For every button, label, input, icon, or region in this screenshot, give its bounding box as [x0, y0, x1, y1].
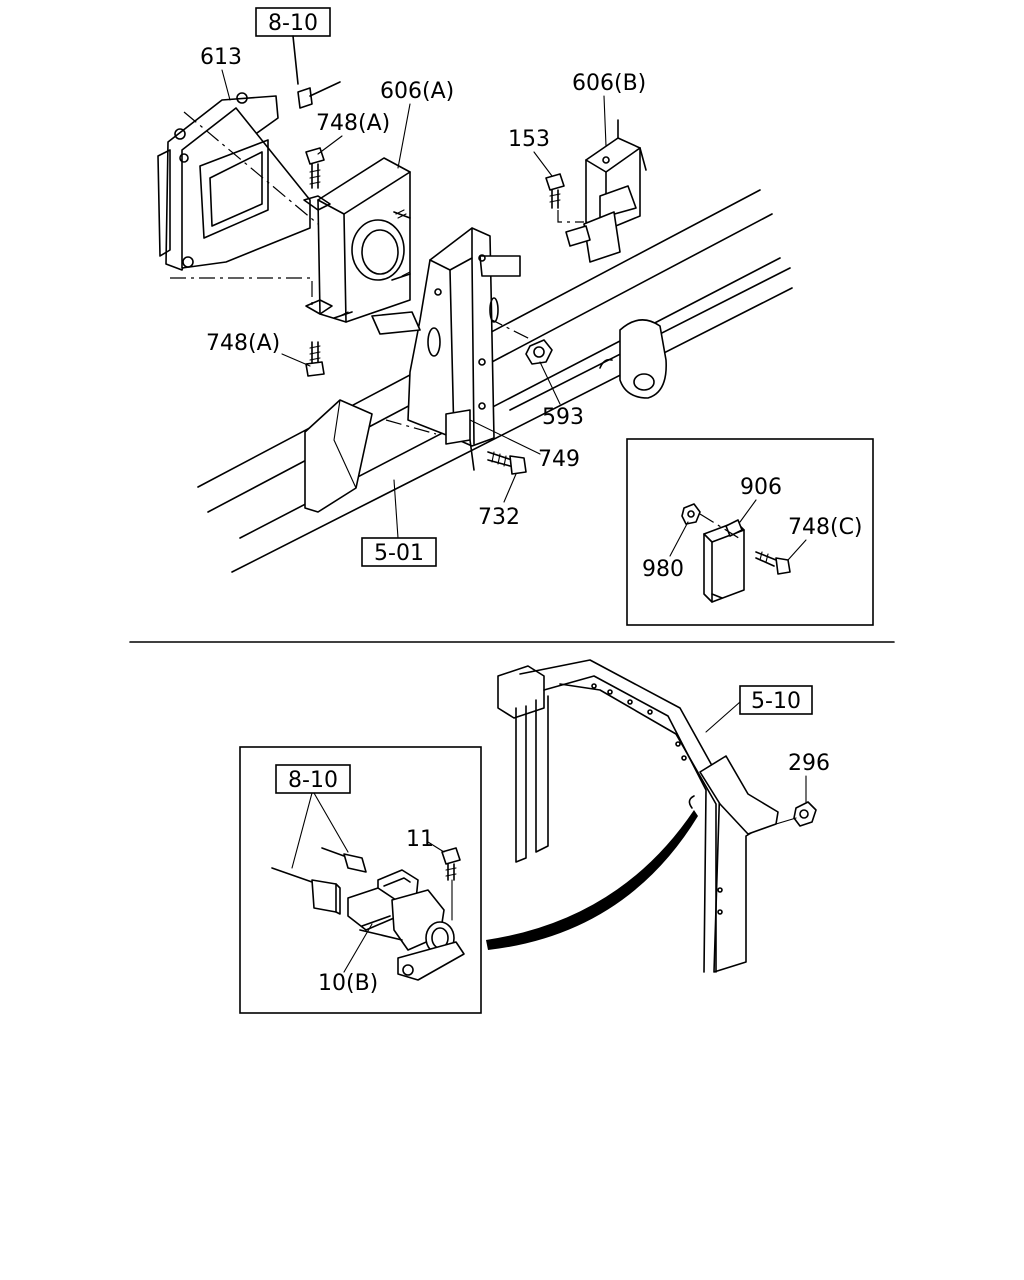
harness-connector: [292, 35, 341, 109]
relay-906[interactable]: [703, 519, 745, 603]
ref-label: 5-01: [374, 541, 424, 566]
bolt-11[interactable]: [441, 847, 461, 881]
label-613: 613: [200, 45, 242, 70]
callout-labels-top: 613 606(A) 748(A) 606(B) 153 748(A) 593 …: [200, 45, 646, 539]
bolt-748a-lower[interactable]: [305, 341, 325, 377]
nut-593[interactable]: [525, 339, 553, 365]
switch-10b[interactable]: [347, 869, 465, 981]
relay-bracket-606b[interactable]: [557, 119, 647, 263]
ref-box-8-10-inset[interactable]: 8-10: [275, 764, 351, 794]
cab-frame-arch: [497, 659, 779, 973]
nut-980[interactable]: [681, 503, 701, 525]
ecu-module-613[interactable]: [157, 92, 311, 271]
bolt-732[interactable]: [487, 451, 527, 475]
frame-hanger: [599, 319, 667, 399]
label-980: 980: [642, 557, 684, 582]
bolt-748c[interactable]: [755, 551, 791, 575]
ecu-bracket-606a[interactable]: [303, 157, 411, 323]
ref-box-5-01[interactable]: 5-01: [361, 537, 437, 567]
inset-box-switch: 8-10: [239, 746, 482, 1014]
label-748a-top: 748(A): [316, 111, 390, 136]
label-593: 593: [542, 405, 584, 430]
connection-arc: [486, 810, 698, 950]
label-296: 296: [788, 751, 830, 776]
ref-label: 5-10: [751, 689, 801, 714]
ref-label: 8-10: [268, 11, 318, 36]
ref-box-5-10[interactable]: 5-10: [705, 685, 813, 733]
label-606b: 606(B): [572, 71, 646, 96]
harness-connector-pair: [271, 847, 367, 915]
label-732: 732: [478, 505, 520, 530]
label-11: 11: [406, 827, 434, 852]
label-10b: 10(B): [318, 971, 378, 996]
label-606a: 606(A): [380, 79, 454, 104]
bolt-748a-upper[interactable]: [305, 147, 325, 189]
assembly-leader-lines: [170, 111, 533, 341]
frame-gusset: [304, 399, 373, 513]
main-mounting-bracket[interactable]: [371, 227, 521, 471]
label-748c: 748(C): [788, 515, 863, 540]
ref-box-8-10-top[interactable]: 8-10: [255, 7, 331, 37]
label-153: 153: [508, 127, 550, 152]
inset-box-relay: 906 748(C) 980: [626, 438, 874, 626]
ref-label: 8-10: [288, 768, 338, 793]
nut-296[interactable]: [775, 801, 817, 827]
label-748a-bottom: 748(A): [206, 331, 280, 356]
bolt-153[interactable]: [545, 173, 565, 209]
label-906: 906: [740, 475, 782, 500]
label-749: 749: [538, 447, 580, 472]
